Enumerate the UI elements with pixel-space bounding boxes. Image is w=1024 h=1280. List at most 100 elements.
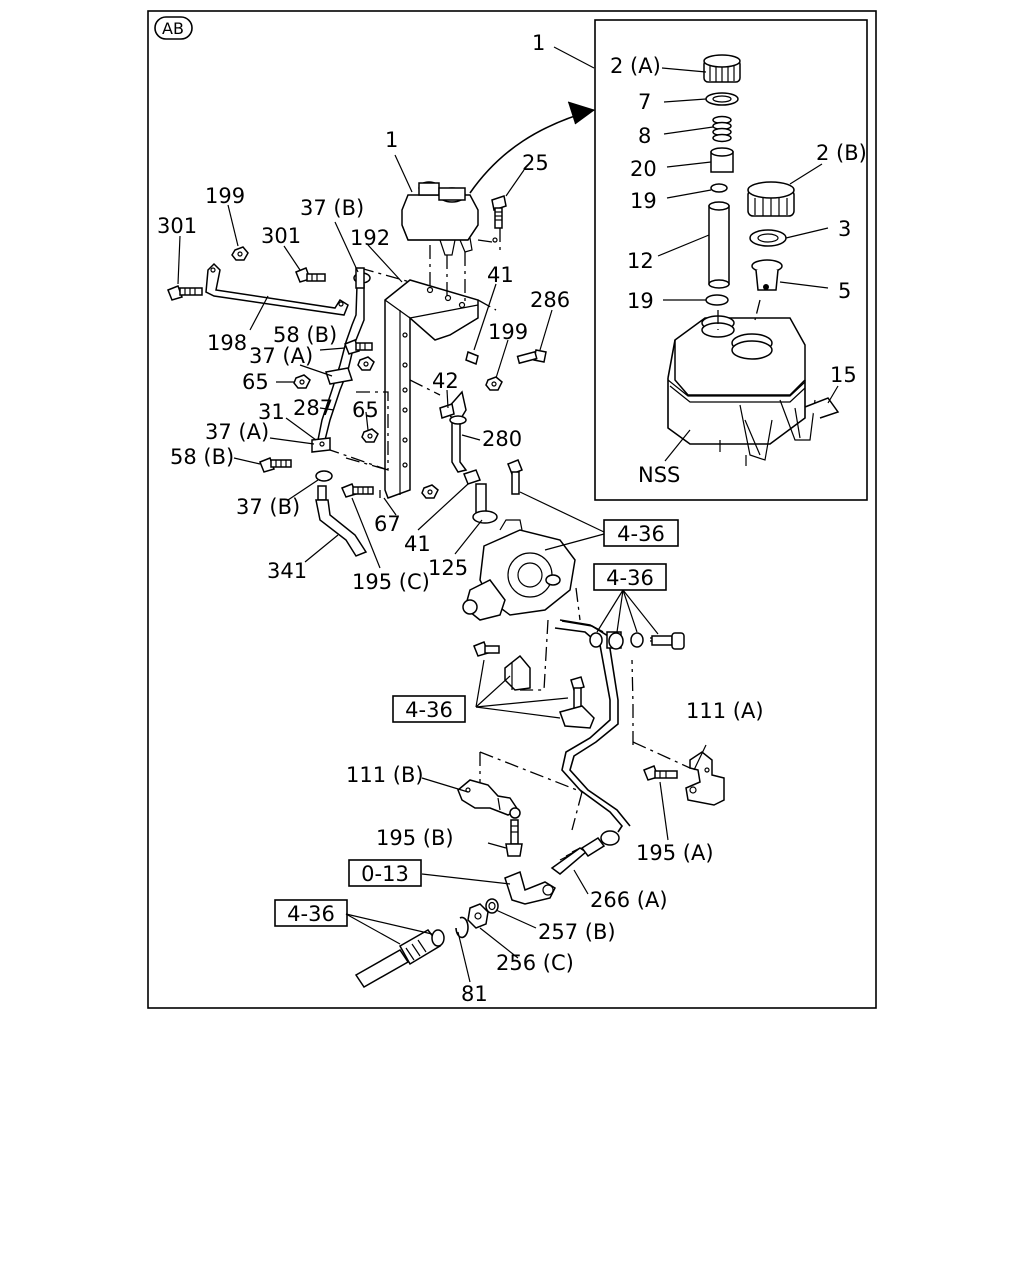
bolt-301b-part: [295, 267, 326, 283]
bracket-111b-part: [457, 779, 521, 819]
bolt-286-part: [516, 349, 547, 365]
label-286: 286: [530, 288, 570, 312]
clamp-middle-part: [504, 654, 531, 691]
svg-text:AB: AB: [162, 19, 184, 38]
hose-341-part: [315, 485, 368, 557]
label-2b: 2 (B): [816, 141, 867, 165]
fitting-266a-part: [550, 830, 620, 875]
label-280: 280: [482, 427, 522, 451]
bracket-111a-part: [685, 744, 725, 806]
bracket-192-part: [384, 279, 479, 499]
cap-2a-part: [703, 54, 741, 83]
ref-box-4: 0-13: [348, 859, 422, 887]
label-19a: 19: [630, 189, 657, 213]
label-195b: 195 (B): [376, 826, 454, 850]
bolt-middle-part: [473, 641, 500, 657]
label-41a: 41: [487, 263, 514, 287]
bolt-301a-part: [167, 285, 203, 301]
label-125: 125: [428, 556, 468, 580]
label-256c: 256 (C): [496, 951, 574, 975]
nut-65b-part: [361, 428, 379, 443]
bolt-clamp-lower-part: [570, 676, 585, 711]
nut-65-on-bracket-part: [357, 356, 375, 371]
label-111a: 111 (A): [686, 699, 764, 723]
label-111b: 111 (B): [346, 763, 424, 787]
label-42: 42: [432, 369, 459, 393]
ring-81-part: [455, 916, 469, 939]
label-65a: 65: [242, 370, 269, 394]
reservoir-body-part: [667, 315, 840, 466]
clip-37b2-part: [315, 470, 333, 482]
label-341: 341: [267, 559, 307, 583]
clip-41a-part: [465, 350, 479, 366]
bolt-25-part: [491, 195, 507, 229]
label-195c: 195 (C): [352, 570, 430, 594]
label-195a: 195 (A): [636, 841, 714, 865]
ref-box-1: 4-36: [603, 519, 679, 547]
ref-box-3: 4-36: [392, 695, 466, 723]
label-41b: 41: [404, 532, 431, 556]
label-12: 12: [627, 249, 654, 273]
svg-text:4-36: 4-36: [617, 522, 665, 546]
label-5: 5: [838, 279, 851, 303]
nut-256c-part: [467, 903, 489, 929]
label-1-inset: 1: [532, 31, 545, 55]
label-67: 67: [374, 512, 401, 536]
label-37b1: 37 (B): [300, 196, 364, 220]
bracket-013-part: [504, 870, 556, 905]
ring-19b-part: [705, 294, 729, 306]
label-287: 287: [293, 396, 333, 420]
adapter-5-part: [751, 259, 783, 291]
bolt-195b-part: [505, 819, 523, 857]
label-1: 1: [385, 128, 398, 152]
clip-41b-part: [463, 469, 481, 485]
label-15: 15: [830, 363, 857, 387]
bolt-195a-part: [643, 765, 678, 781]
diagram-frame: [147, 10, 877, 1009]
label-3: 3: [838, 217, 851, 241]
spring-8-part: [712, 115, 732, 143]
label-199b: 199: [488, 320, 528, 344]
banjo-fitting-part: [589, 631, 685, 650]
section-badge: AB: [154, 16, 193, 40]
pipe-198-part: [205, 262, 349, 316]
bolt-58b2-part: [259, 457, 292, 473]
label-266a: 266 (A): [590, 888, 668, 912]
label-7: 7: [638, 90, 651, 114]
bolt-58b1-part: [344, 339, 373, 355]
filter-20-part: [710, 147, 734, 173]
label-192: 192: [350, 226, 390, 250]
svg-text:4-36: 4-36: [287, 902, 335, 926]
label-58b1: 58 (B): [273, 323, 337, 347]
bolt-pump-top-part: [507, 459, 523, 495]
nut-199b-part: [485, 376, 503, 391]
fitting-125-part: [472, 483, 498, 524]
nut-65a-part: [293, 374, 311, 389]
svg-text:4-36: 4-36: [606, 566, 654, 590]
label-20: 20: [630, 157, 657, 181]
hose-280-part: [445, 390, 468, 473]
label-nss: NSS: [638, 463, 680, 487]
label-58b2: 58 (B): [170, 445, 234, 469]
label-65b: 65: [352, 398, 379, 422]
pump-part: [462, 519, 576, 621]
clip-37a2-part: [311, 437, 331, 453]
nut-199a-part: [231, 246, 249, 261]
label-19b: 19: [627, 289, 654, 313]
label-2a: 2 (A): [610, 54, 661, 78]
label-25: 25: [522, 151, 549, 175]
label-37a1: 37 (A): [249, 344, 313, 368]
hose-end-part: [354, 929, 445, 988]
label-257b: 257 (B): [538, 920, 616, 944]
label-37b2: 37 (B): [236, 495, 300, 519]
ref-box-2: 4-36: [593, 563, 667, 591]
label-31: 31: [258, 400, 285, 424]
label-81: 81: [461, 982, 488, 1006]
label-8: 8: [638, 124, 651, 148]
washer-257b-part: [485, 898, 499, 914]
label-199a: 199: [205, 184, 245, 208]
label-301b: 301: [261, 224, 301, 248]
ring-7-part: [705, 92, 739, 106]
cap-2b-part: [747, 181, 795, 217]
